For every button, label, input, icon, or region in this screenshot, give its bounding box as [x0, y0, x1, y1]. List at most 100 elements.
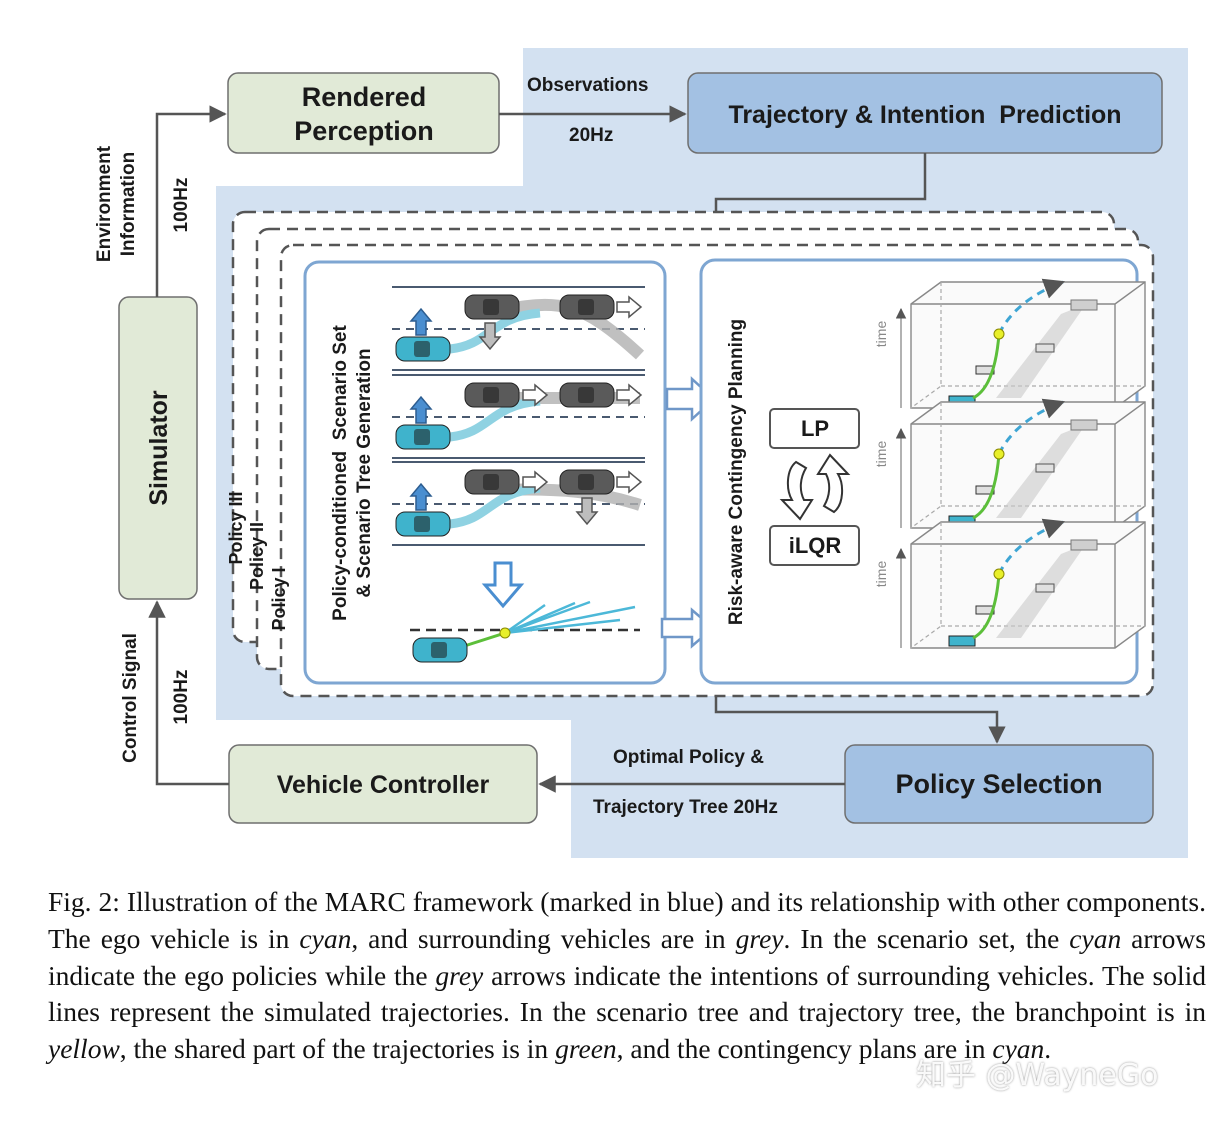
surrounding-intention-arrow-icon	[616, 383, 643, 407]
time-axis-label: time	[873, 321, 889, 348]
caption-emphasis: grey	[435, 959, 484, 991]
shared-trajectory-line	[972, 453, 1001, 520]
cube-hidden-edge	[910, 522, 1145, 649]
ego-car-icon-roof	[414, 516, 430, 532]
control-rate-label: 100Hz	[171, 670, 192, 725]
surrounding-car-icon-roof	[578, 474, 594, 490]
marc-framework-diagram: Rendered Perception Trajectory & Intenti…	[94, 48, 1188, 858]
optimal-policy-label: Optimal Policy &	[613, 747, 764, 768]
ego-vehicle-box	[948, 635, 976, 647]
surrounding-car-icon-roof	[483, 299, 499, 315]
planning-panel-title: Risk-aware Contingency Planning	[726, 319, 747, 625]
contingency-plan-line	[997, 398, 1065, 455]
cube-hidden-edge	[910, 402, 1145, 529]
branchpoint-marker	[993, 448, 1005, 460]
contingency-branch-line	[504, 605, 636, 635]
cube-edge	[911, 401, 1146, 528]
caption-emphasis: cyan	[299, 922, 352, 954]
caption-text: . In the scenario set, the	[783, 922, 1070, 954]
surrounding-intention-arrow-icon	[522, 470, 549, 494]
cube-hidden-edge	[910, 282, 1145, 409]
branchpoint-marker	[993, 328, 1005, 340]
caption-text: arrows indicate the ego policies while t…	[48, 922, 1206, 991]
control-signal-label: Control Signal	[120, 633, 141, 763]
ego-car-icon-roof	[414, 429, 430, 445]
cycle-arrow-up-icon	[816, 453, 851, 514]
simulator-label: Simulator	[145, 390, 173, 506]
cycle-arrow-down-icon	[779, 460, 814, 521]
contingency-plan-line	[997, 518, 1065, 575]
policy-selection-label: Policy Selection	[895, 769, 1102, 799]
surrounding-vehicle-box	[1035, 583, 1055, 593]
caption-emphasis: grey	[735, 922, 784, 954]
watermark: 知乎 @WayneGo	[916, 1058, 1159, 1093]
figure-caption: Fig. 2: Illustration of the MARC framewo…	[48, 884, 1206, 1068]
observations-rate-label: 20Hz	[569, 125, 613, 146]
caption-text: Fig. 2: Illustration of the MARC framewo…	[48, 886, 1206, 954]
scenario-panel-title-line1: Policy-conditioned Scenario Set	[330, 325, 351, 621]
surrounding-vehicle-box	[1035, 343, 1055, 353]
caption-text: arrows indicate the intentions of surrou…	[48, 959, 1206, 1028]
trajectory-tree-rate-label: Trajectory Tree 20Hz	[593, 797, 778, 818]
surrounding-car-icon-roof	[578, 299, 594, 315]
caption-emphasis: yellow	[48, 1033, 120, 1065]
policy-iii-label: Policy III	[226, 491, 246, 564]
caption-emphasis: cyan	[992, 1033, 1045, 1065]
surrounding-car-icon-roof	[578, 387, 594, 403]
surrounding-vehicle-box	[1035, 463, 1055, 473]
caption-emphasis: cyan	[1069, 922, 1122, 954]
branchpoint-marker	[499, 627, 511, 639]
environment-rate-label: 100Hz	[171, 178, 192, 233]
surrounding-intention-arrow-icon	[575, 497, 599, 526]
surrounding-vehicle-box	[1070, 539, 1098, 551]
ego-car-icon-roof	[431, 642, 447, 658]
vehicle-controller-label: Vehicle Controller	[277, 771, 490, 799]
ilqr-label: iLQR	[789, 533, 842, 558]
scenario-panel-title-line2: & Scenario Tree Generation	[354, 348, 375, 597]
ego-policy-arrow-icon	[409, 307, 433, 336]
surrounding-intention-arrow-icon	[478, 322, 502, 351]
time-axis-label: time	[873, 561, 889, 588]
caption-text: , the shared part of the trajectories is…	[119, 1033, 556, 1065]
surrounding-car-icon-roof	[483, 387, 499, 403]
contingency-plan-line	[997, 278, 1065, 335]
caption-text: , and the contingency plans are in	[616, 1033, 993, 1065]
scenario-to-tree-arrow-icon	[481, 561, 525, 609]
policy-i-label: Policy I	[269, 567, 289, 630]
rendered-perception-label-line2: Perception	[294, 116, 434, 146]
trajectory-tree-illustration: time time time	[873, 278, 1146, 649]
surrounding-intention-arrow-icon	[616, 470, 643, 494]
lp-label: LP	[801, 416, 829, 441]
branchpoint-marker	[993, 568, 1005, 580]
caption-emphasis: green	[555, 1033, 617, 1065]
arrow-policies-to-selection	[714, 697, 1006, 744]
trajectory-tree-cube: time	[873, 278, 1146, 409]
surrounding-intention-arrow-icon	[522, 383, 549, 407]
surrounding-car-icon-roof	[483, 474, 499, 490]
surrounding-intention-arrow-icon	[616, 295, 643, 319]
ego-car-icon-roof	[414, 341, 430, 357]
shared-trajectory-line	[972, 573, 1001, 640]
caption-text: .	[1044, 1033, 1052, 1065]
environment-info-label-line1: Environment	[94, 145, 115, 262]
ego-trajectory-line	[449, 483, 541, 529]
lp-box	[769, 408, 860, 449]
contingency-branch-line	[504, 618, 621, 635]
cube-edge	[911, 281, 1146, 408]
trajectory-tree-cube: time	[873, 398, 1146, 529]
scenario-set-illustration	[392, 286, 645, 663]
surrounding-vehicle-box	[1070, 299, 1098, 311]
cube-edge	[911, 521, 1146, 648]
contingency-branch-line	[504, 603, 546, 635]
ilqr-box	[769, 525, 860, 566]
surrounding-vehicle-box	[1070, 419, 1098, 431]
policy-ii-label: Policy II	[247, 522, 267, 590]
caption-text: , and surrounding vehicles are in	[351, 922, 736, 954]
trajectory-tree-cube: time	[873, 518, 1146, 649]
observations-label: Observations	[527, 75, 648, 96]
rendered-perception-label-line1: Rendered	[302, 82, 427, 112]
trajectory-prediction-label: Trajectory & Intention Prediction	[728, 101, 1121, 129]
shared-trajectory-line	[972, 333, 1001, 400]
environment-info-label-line2: Information	[118, 152, 139, 257]
ego-policy-arrow-icon	[409, 482, 433, 511]
